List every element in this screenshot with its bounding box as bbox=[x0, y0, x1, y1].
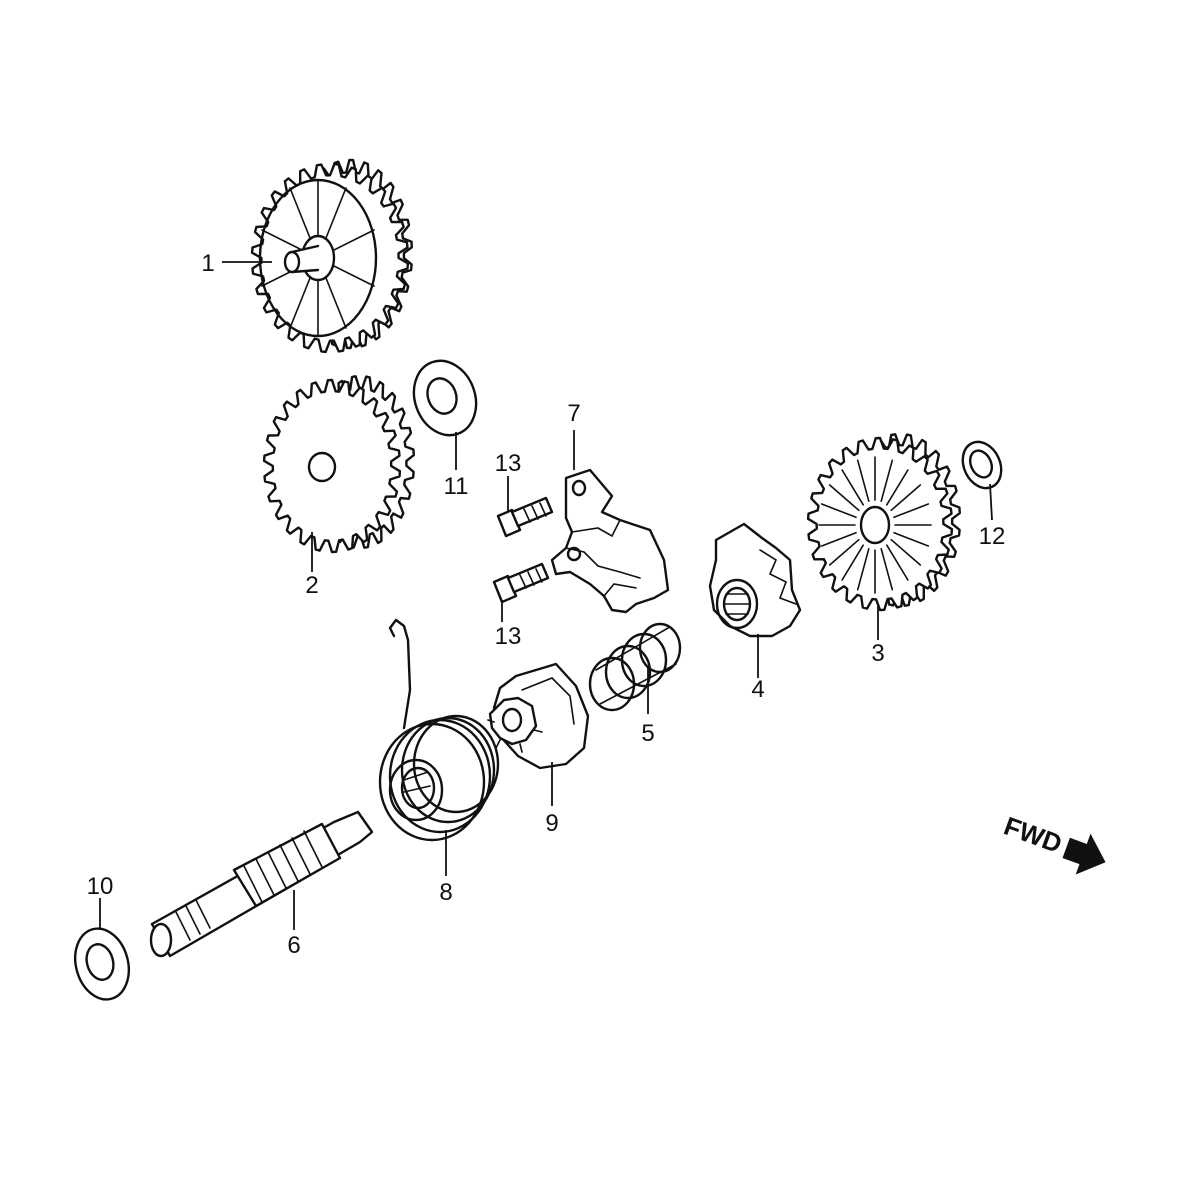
part-12-washer bbox=[961, 440, 1003, 490]
callout-5: 5 bbox=[641, 720, 654, 747]
callout-2: 2 bbox=[305, 572, 318, 599]
callout-13-upper: 13 bbox=[495, 450, 522, 477]
callout-9: 9 bbox=[545, 810, 558, 837]
part-5-spring bbox=[588, 622, 682, 712]
part-2-gear bbox=[262, 375, 415, 554]
part-9-drive-hub bbox=[487, 662, 590, 770]
callout-13-lower: 13 bbox=[495, 623, 522, 650]
callout-1: 1 bbox=[201, 250, 214, 277]
part-4-ratchet bbox=[708, 522, 802, 638]
part-13-bolt-lower bbox=[492, 562, 550, 604]
callout-12: 12 bbox=[979, 523, 1006, 550]
part-1-gear-with-shaft bbox=[250, 158, 413, 354]
callout-3: 3 bbox=[871, 640, 884, 667]
callout-11: 11 bbox=[444, 473, 469, 500]
callout-7: 7 bbox=[567, 400, 580, 427]
part-8-return-spring bbox=[378, 618, 500, 842]
part-6-kick-shaft bbox=[149, 810, 374, 958]
callout-10: 10 bbox=[87, 873, 114, 900]
callout-4: 4 bbox=[751, 676, 764, 703]
part-3-gear bbox=[806, 433, 961, 612]
fwd-direction-marker: FWD bbox=[1000, 811, 1106, 875]
callout-8: 8 bbox=[439, 879, 452, 906]
part-13-bolt-upper bbox=[496, 496, 554, 538]
part-11-washer bbox=[412, 359, 478, 437]
leader-lines bbox=[99, 261, 993, 930]
part-10-washer bbox=[74, 927, 130, 1001]
fwd-label: FWD bbox=[1000, 811, 1066, 859]
forward-arrow-icon bbox=[1062, 833, 1106, 875]
part-7-stopper-plate bbox=[550, 468, 670, 614]
gear-2-teeth bbox=[262, 378, 402, 554]
callout-6: 6 bbox=[287, 932, 300, 959]
